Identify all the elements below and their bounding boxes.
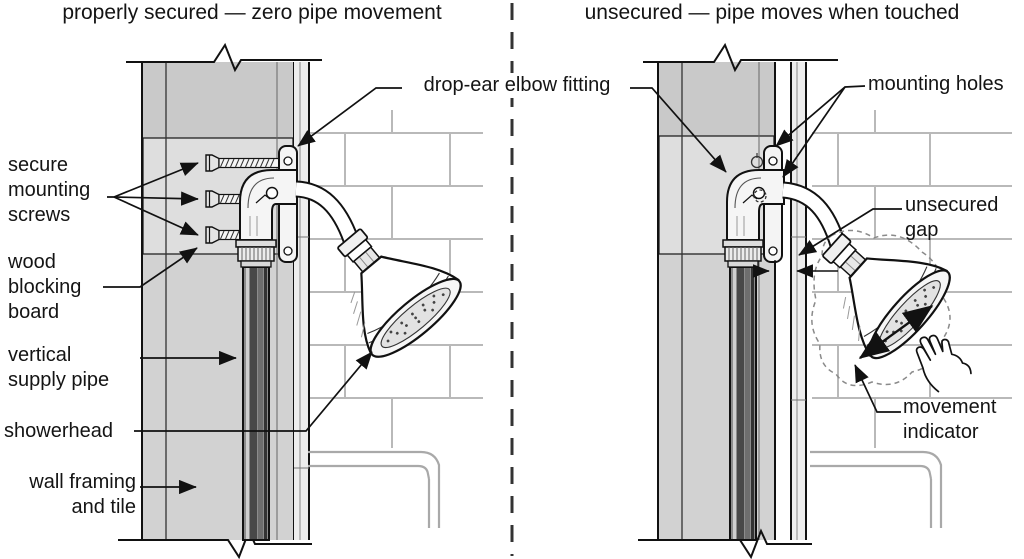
label-wall-framing-and-tile: wall framing and tile — [29, 471, 136, 518]
right-diagram — [638, 42, 1012, 559]
break-symbol-top-left — [126, 42, 322, 73]
left-diagram — [118, 42, 483, 559]
label-drop-ear-elbow-fitting: drop-ear elbow fitting — [404, 73, 630, 98]
supply-pipe-right — [729, 266, 757, 541]
bench-left — [308, 450, 441, 528]
leader-secure-screws — [113, 191, 199, 206]
right-panel-title: unsecured — pipe moves when touched — [584, 1, 960, 24]
left-panel-title: properly secured — zero pipe movement — [62, 1, 442, 24]
leader-mounting-holes — [775, 85, 866, 147]
break-symbol-bottom-left — [118, 528, 312, 559]
screw-icon — [205, 226, 246, 244]
bench-right — [810, 450, 943, 528]
movement-outline-dashed — [811, 229, 951, 387]
label-vertical-supply-pipe: vertical supply pipe — [8, 344, 110, 391]
wall-framing-left — [118, 42, 322, 559]
shower-arm-left — [295, 180, 359, 244]
label-unsecured-gap: unsecured gap — [905, 194, 999, 241]
double-arrow-icon — [858, 305, 934, 359]
mounting-screws — [205, 154, 282, 244]
label-showerhead: showerhead — [4, 420, 113, 442]
gap-dimension — [753, 260, 838, 282]
leader-showerhead — [134, 351, 373, 432]
leader-drop-ear-left — [297, 87, 402, 147]
screw-icon — [205, 154, 282, 172]
leader-wood-blocking — [103, 247, 198, 288]
leader-secure-screws — [113, 196, 199, 236]
tile-backer-right — [791, 62, 806, 540]
leader-mounting-holes — [782, 86, 846, 178]
leader-lines — [103, 85, 902, 495]
label-mounting-holes: mounting holes — [868, 73, 1004, 95]
label-movement-indicator: movement indicator — [903, 396, 997, 443]
shower-arm-right — [781, 181, 847, 248]
mounting-holes-marks — [750, 153, 767, 203]
break-symbol-bottom-right — [638, 528, 812, 559]
leader-unsecured-gap — [798, 208, 902, 256]
break-symbol-top-right — [643, 42, 838, 73]
hand-icon — [915, 334, 972, 393]
supply-pipe-left — [242, 266, 270, 541]
leader-drop-ear-right — [622, 87, 727, 173]
label-secure-mounting-screws: secure mounting screws — [8, 154, 91, 226]
showerhead-left — [304, 200, 472, 369]
leader-movement-indicator — [854, 364, 901, 413]
label-wood-blocking-board: wood blocking board — [8, 251, 82, 323]
